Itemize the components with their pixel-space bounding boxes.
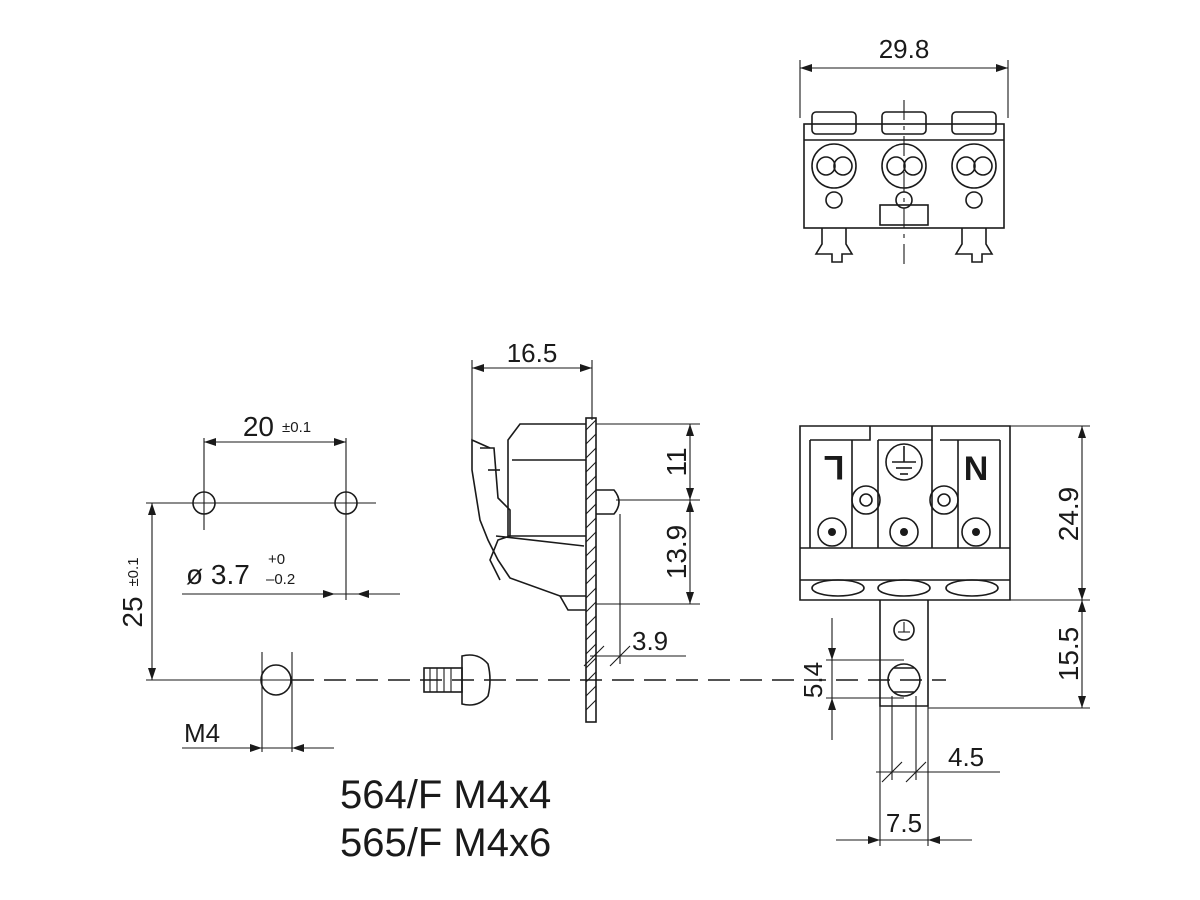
dim-slot-width: 4.5 [948, 742, 984, 772]
dim-top-width: 29.8 [879, 34, 930, 64]
dim-body-height: 24.9 [1053, 487, 1084, 542]
dim-foot-width: 7.5 [886, 808, 922, 838]
dim-hole-spacing: 20 [243, 411, 274, 442]
dim-vertical-spacing: 25 [117, 596, 148, 627]
dim-vertical-spacing-tol: ±0.1 [125, 557, 142, 586]
dim-foot-height: 15.5 [1053, 627, 1084, 682]
top-view: 29.8 [799, 34, 1009, 270]
variant-labels: 564/F M4x4 565/F M4x6 [340, 773, 551, 865]
thread-label: M4 [184, 718, 220, 748]
dim-slot-height: 5.4 [798, 662, 828, 698]
variant-label-2: 565/F M4x6 [340, 821, 551, 865]
dim-depth: 16.5 [507, 338, 558, 368]
dim-hole-spacing-tol: ±0.1 [282, 419, 311, 436]
dim-hole-diameter: ø 3.7 [186, 559, 250, 590]
dim-lower-height: 13.9 [661, 525, 692, 580]
dim-upper-height: 11 [661, 447, 692, 476]
live-terminal-label: L [824, 448, 845, 486]
side-view: 16.5 [471, 338, 700, 723]
dim-hole-dia-tol-upper: +0 [268, 551, 285, 568]
front-view: L N 24.9 [798, 425, 1090, 846]
dim-offset: 3.9 [632, 626, 668, 656]
ground-symbol-icon [885, 443, 923, 481]
hole-pattern-view: 20 ±0.1 25 ±0.1 ø 3.7 +0 –0.2 M4 [117, 411, 400, 752]
dim-hole-dia-tol-lower: –0.2 [266, 571, 295, 588]
neutral-terminal-label: N [964, 450, 989, 488]
variant-label-1: 564/F M4x4 [340, 773, 551, 817]
screw [423, 654, 491, 706]
